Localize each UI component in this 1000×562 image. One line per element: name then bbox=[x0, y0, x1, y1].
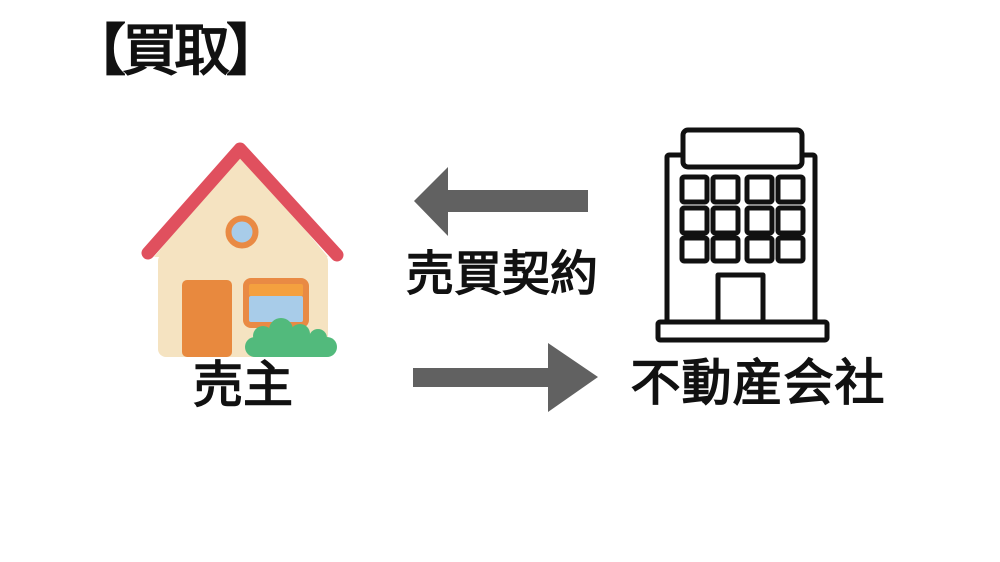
contract-label: 売買契約 bbox=[405, 246, 598, 302]
company-label: 不動産会社 bbox=[630, 354, 886, 412]
building-icon bbox=[655, 127, 830, 343]
arrow-left-icon bbox=[414, 167, 588, 236]
bush-icon bbox=[245, 318, 337, 357]
house-window bbox=[243, 278, 309, 328]
house-door bbox=[182, 280, 232, 357]
building-windows bbox=[679, 174, 806, 264]
building-door bbox=[715, 272, 766, 326]
building-roof-sign bbox=[680, 127, 805, 170]
house-gable bbox=[154, 152, 328, 257]
page-title: 【買取】 bbox=[70, 19, 282, 84]
building-base bbox=[655, 319, 830, 343]
house-icon bbox=[141, 142, 344, 357]
seller-label: 売主 bbox=[193, 356, 293, 414]
arrow-right-icon bbox=[413, 343, 598, 412]
house-round-window bbox=[225, 215, 259, 249]
house-roof bbox=[141, 142, 344, 262]
